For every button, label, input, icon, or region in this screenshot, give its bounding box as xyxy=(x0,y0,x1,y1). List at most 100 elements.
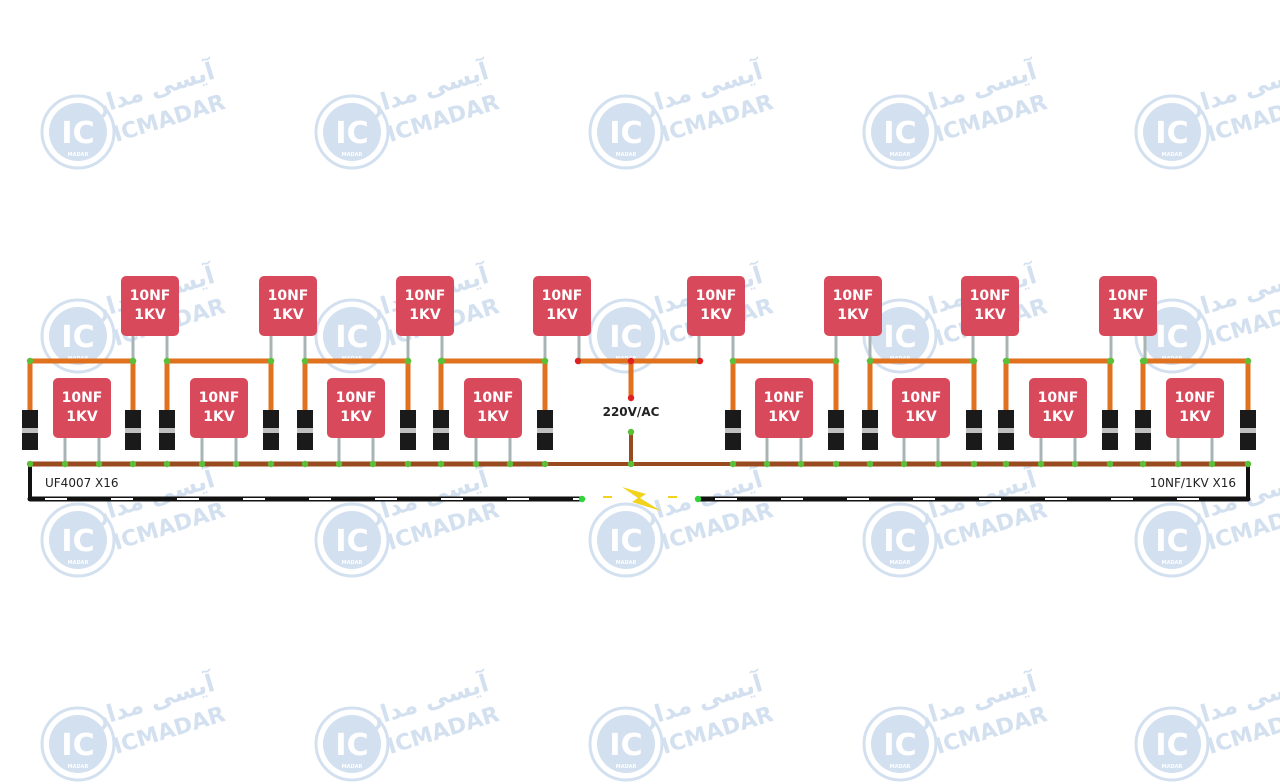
diode xyxy=(159,410,175,450)
watermark-badge-small-text: MADAR xyxy=(1162,764,1183,770)
junction-node xyxy=(578,495,586,503)
capacitor-voltage-label: 1KV xyxy=(477,409,509,425)
capacitor-voltage-label: 1KV xyxy=(134,307,166,323)
capacitor-voltage-label: 1KV xyxy=(66,409,98,425)
capacitor-count-label: 10NF/1KV X16 xyxy=(1150,476,1236,490)
capacitor-value-label: 10NF xyxy=(901,390,942,406)
junction-node xyxy=(301,357,309,365)
junction-node xyxy=(729,460,737,468)
junction-node xyxy=(1002,460,1010,468)
junction-node xyxy=(541,460,549,468)
capacitor-voltage-label: 1KV xyxy=(272,307,304,323)
capacitor-value-label: 10NF xyxy=(268,288,309,304)
capacitor-bottom-5: 10NF 1KV xyxy=(755,378,813,438)
junction-node xyxy=(1037,460,1045,468)
watermark-badge-text: IC xyxy=(1155,728,1188,763)
diode xyxy=(966,410,982,450)
diode xyxy=(400,410,416,450)
capacitor-value-label: 10NF xyxy=(764,390,805,406)
junction-node xyxy=(969,357,977,365)
diode xyxy=(297,410,313,450)
junction-node xyxy=(797,460,805,468)
junction-node xyxy=(301,460,309,468)
junction-node xyxy=(694,495,702,503)
junction-node xyxy=(763,460,771,468)
capacitor-voltage-label: 1KV xyxy=(700,307,732,323)
capacitor-voltage-label: 1KV xyxy=(768,409,800,425)
junction-node xyxy=(1244,460,1252,468)
junction-node xyxy=(934,460,942,468)
junction-node xyxy=(404,460,412,468)
watermark-badge-small-text: MADAR xyxy=(890,152,911,158)
junction-node xyxy=(1139,460,1147,468)
junction-node xyxy=(506,460,514,468)
watermark-badge-small-text: MADAR xyxy=(1162,560,1183,566)
capacitor-value-label: 10NF xyxy=(970,288,1011,304)
watermark-badge-text: IC xyxy=(609,524,642,559)
lightning-bolt-icon xyxy=(603,487,677,511)
capacitor-voltage-label: 1KV xyxy=(409,307,441,323)
capacitor-value-label: 10NF xyxy=(130,288,171,304)
junction-node xyxy=(574,357,582,365)
junction-node xyxy=(627,357,635,365)
watermark-badge-small-text: MADAR xyxy=(616,764,637,770)
watermark-badge-text: IC xyxy=(335,728,368,763)
junction-node xyxy=(1107,357,1115,365)
capacitor-voltage-label: 1KV xyxy=(1112,307,1144,323)
junction-node xyxy=(627,428,635,436)
junction-node xyxy=(472,460,480,468)
junction-node xyxy=(1244,357,1252,365)
diode xyxy=(537,410,553,450)
junction-node xyxy=(832,460,840,468)
capacitor-value-label: 10NF xyxy=(199,390,240,406)
watermark-badge-text: IC xyxy=(609,116,642,151)
watermark-badge-small-text: MADAR xyxy=(342,764,363,770)
diode xyxy=(433,410,449,450)
junction-node xyxy=(1106,460,1114,468)
watermark-badge-small-text: MADAR xyxy=(616,152,637,158)
watermark-badge-text: IC xyxy=(883,524,916,559)
capacitor-value-label: 10NF xyxy=(696,288,737,304)
junction-node xyxy=(900,460,908,468)
junction-node xyxy=(970,460,978,468)
capacitor-voltage-label: 1KV xyxy=(203,409,235,425)
junction-node xyxy=(627,394,635,402)
junction-node xyxy=(438,357,446,365)
watermark-badge-small-text: MADAR xyxy=(890,560,911,566)
junction-node xyxy=(541,357,549,365)
junction-node xyxy=(866,460,874,468)
diode xyxy=(22,410,38,450)
junction-node xyxy=(404,357,412,365)
junction-node xyxy=(129,460,137,468)
capacitor-top-5: 10NF 1KV xyxy=(687,276,745,336)
watermark-badge-text: IC xyxy=(883,116,916,151)
capacitor-value-label: 10NF xyxy=(542,288,583,304)
watermark-badge-text: IC xyxy=(335,116,368,151)
capacitor-bottom-2: 10NF 1KV xyxy=(190,378,248,438)
junction-node xyxy=(267,357,275,365)
watermark-badge-text: IC xyxy=(1155,320,1188,355)
junction-node xyxy=(163,460,171,468)
junction-node xyxy=(832,357,840,365)
junction-node xyxy=(696,357,704,365)
capacitor-value-label: 10NF xyxy=(1038,390,1079,406)
capacitor-value-label: 10NF xyxy=(1175,390,1216,406)
watermark-badge-text: IC xyxy=(609,728,642,763)
junction-node xyxy=(335,460,343,468)
capacitor-voltage-label: 1KV xyxy=(974,307,1006,323)
watermark-badge-small-text: MADAR xyxy=(890,764,911,770)
junction-node xyxy=(437,460,445,468)
junction-node xyxy=(1174,460,1182,468)
diode-count-label: UF4007 X16 xyxy=(45,476,119,490)
junction-node xyxy=(26,357,34,365)
watermark-badge-small-text: MADAR xyxy=(342,152,363,158)
watermark-badge-text: IC xyxy=(335,320,368,355)
